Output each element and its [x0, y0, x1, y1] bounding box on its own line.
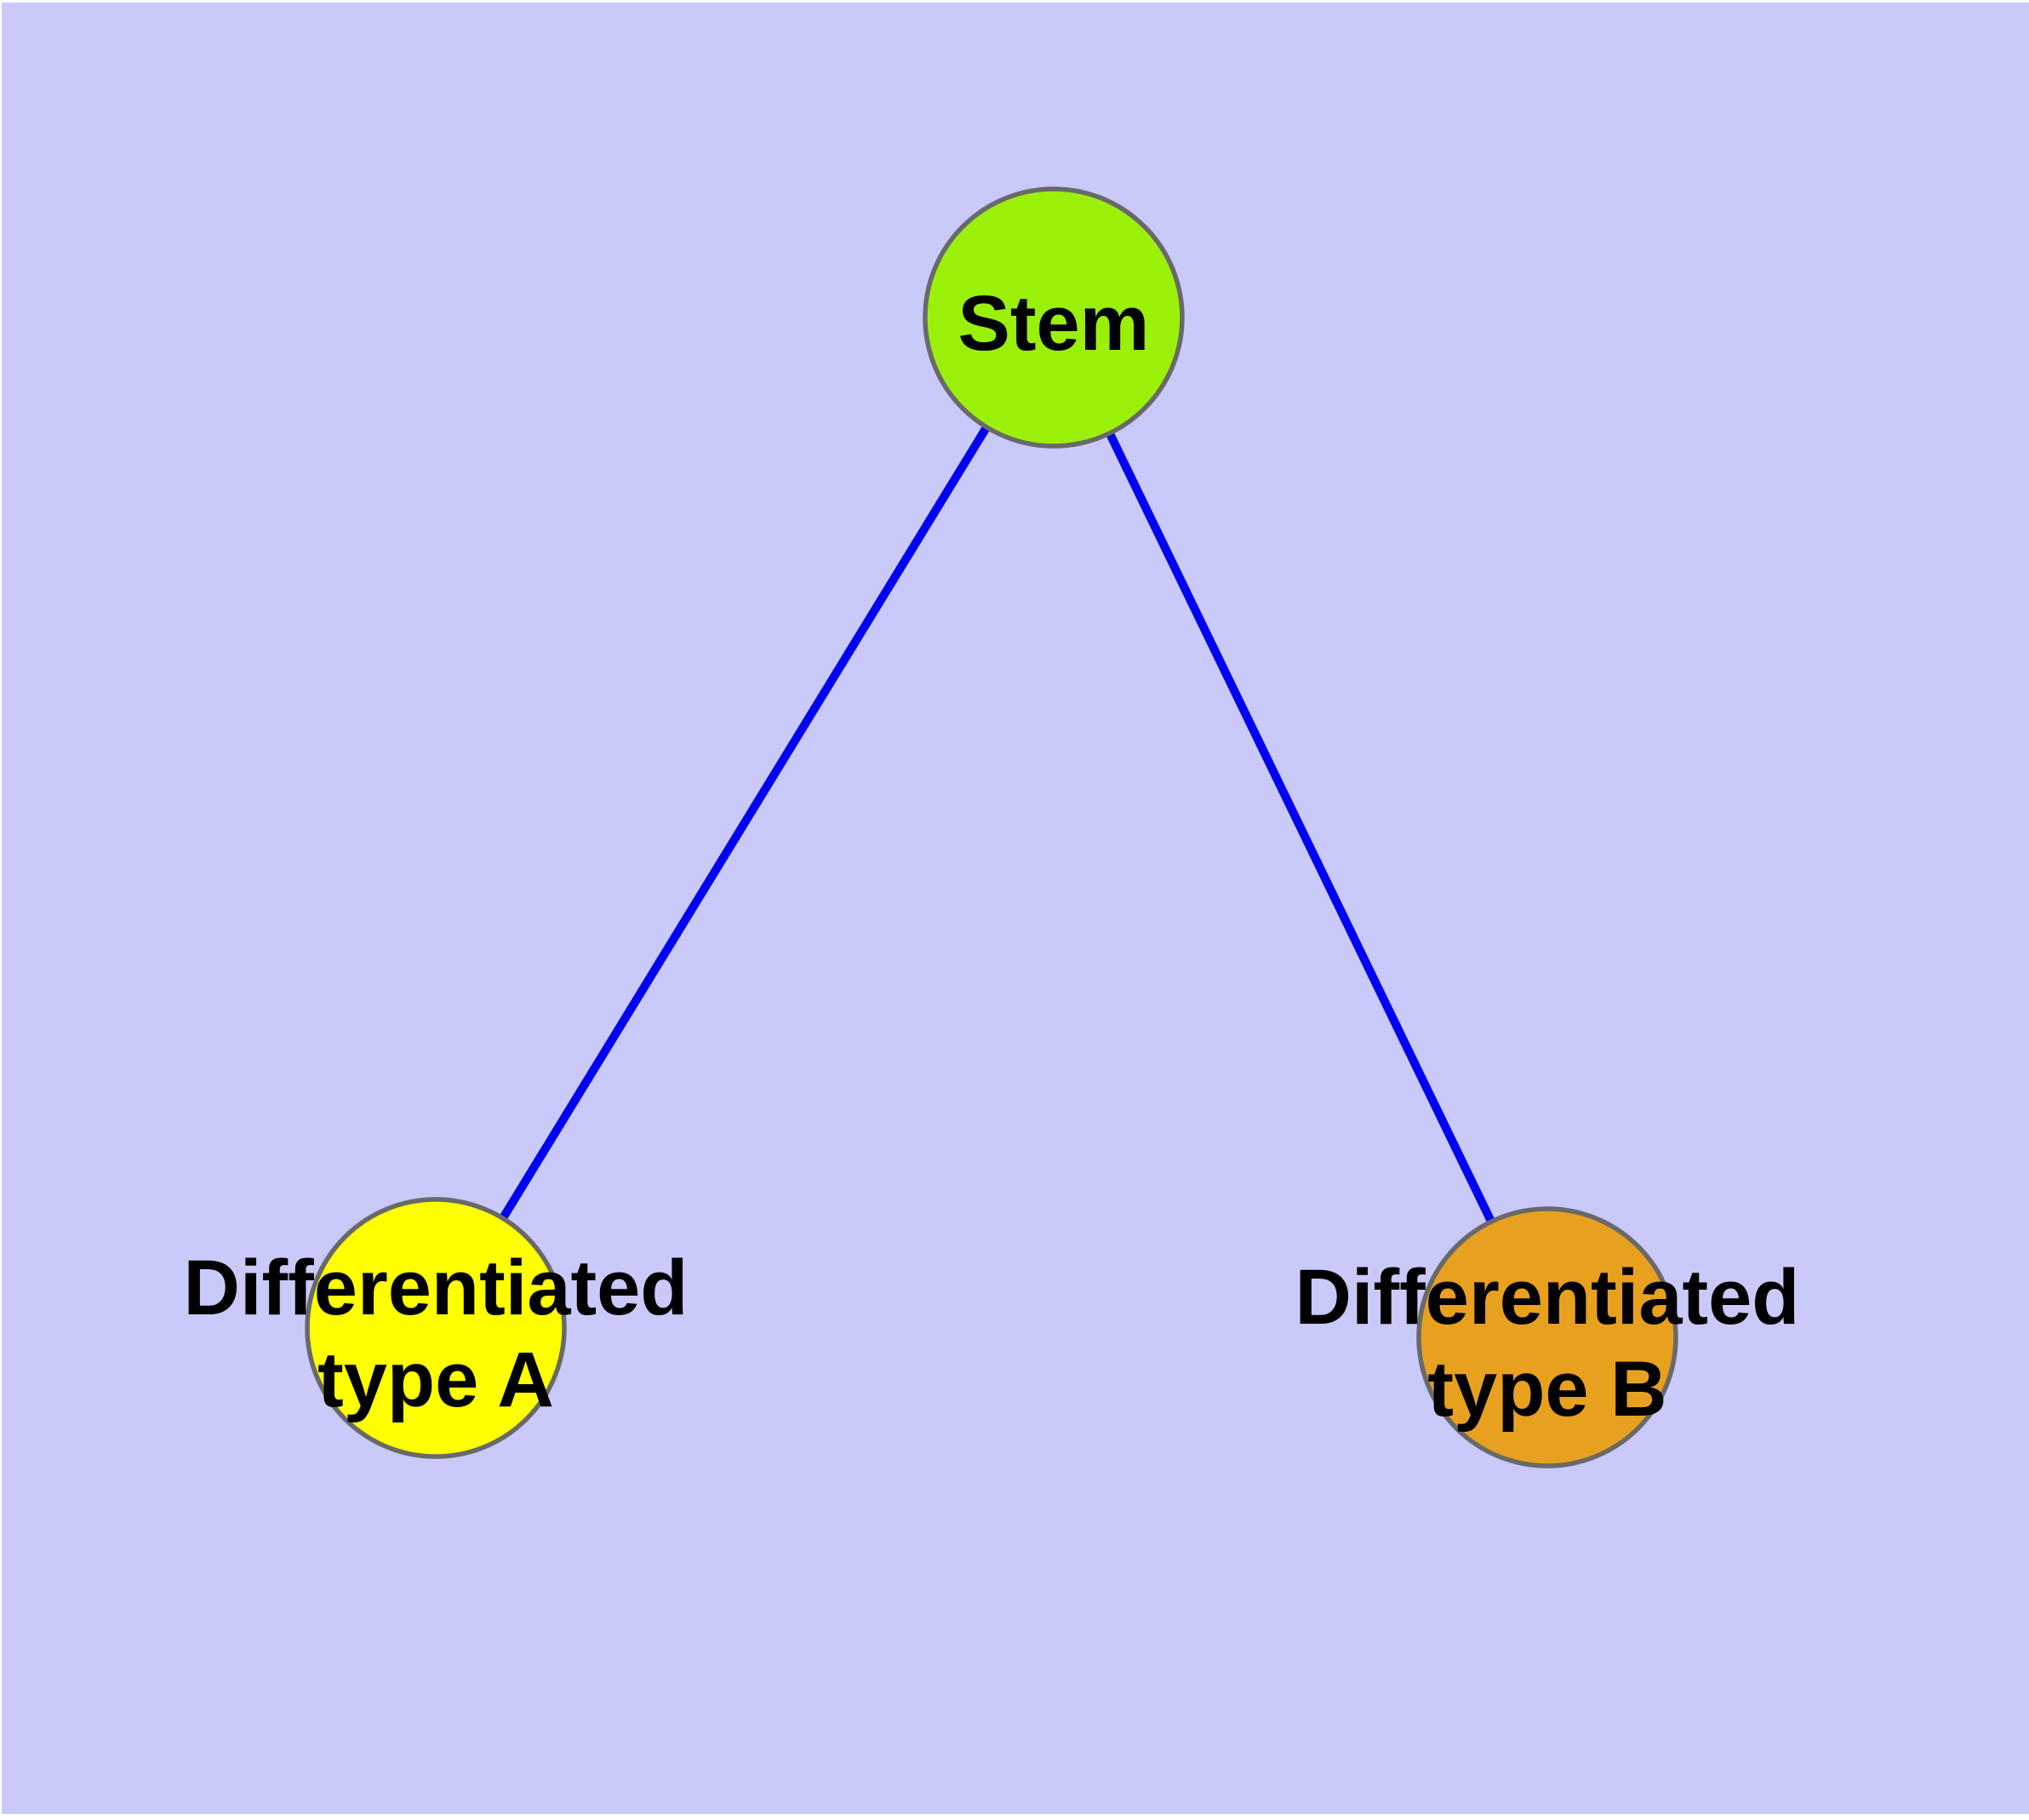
node-label-type-b-line-1: Differentiated [1295, 1254, 1800, 1341]
edge-stem-to-type-a [432, 315, 1058, 1331]
node-type-a [305, 1197, 567, 1459]
node-type-b [1416, 1206, 1678, 1468]
node-label-type-a-line-1: Differentiated [184, 1245, 689, 1331]
node-label-type-a-line-2: type A [317, 1336, 554, 1423]
edge-stem-to-type-b [1049, 315, 1552, 1340]
node-stem [923, 186, 1185, 449]
node-label-stem-line-1: Stem [958, 280, 1150, 367]
node-label-type-b-line-2: type B [1427, 1346, 1666, 1433]
